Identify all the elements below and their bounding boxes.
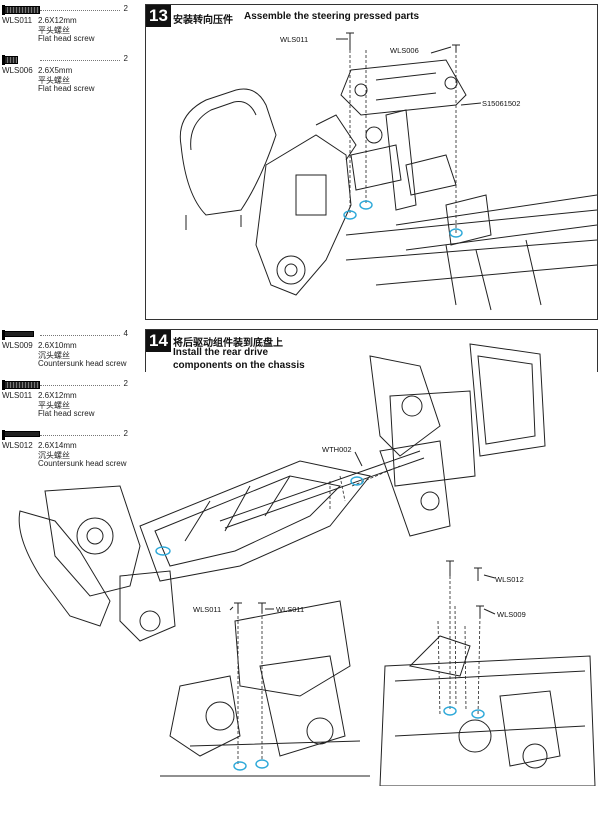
countersunk-screw-icon <box>2 330 34 340</box>
step13-panel: 13 安装转向压件 Assemble the steering pressed … <box>145 4 598 320</box>
callout-label: WLS011 <box>276 605 305 614</box>
part-item: 2 WLS012 2.6X14mm 沉头螺丝 Countersunk head … <box>2 429 128 468</box>
callout-label: WLS011 <box>193 605 222 614</box>
step-number: 13 <box>146 5 171 27</box>
callout-label: WLS006 <box>390 46 419 55</box>
parts-list-step14: 4 WLS009 2.6X10mm 沉头螺丝 Countersunk head … <box>0 327 132 477</box>
step-number: 14 <box>146 330 171 352</box>
part-item: 2 WLS006 2.6X5mm 平头螺丝 Flat head screw <box>2 54 128 93</box>
steering-assembly-drawing <box>179 32 597 311</box>
screw-icon <box>2 55 18 65</box>
part-item: 2 WLS011 2.6X12mm 平头螺丝 Flat head screw <box>2 4 128 43</box>
part-item: 4 WLS009 2.6X10mm 沉头螺丝 Countersunk head … <box>2 329 128 368</box>
part-item: 2 WLS011 2.6X12mm 平头螺丝 Flat head screw <box>2 379 128 418</box>
screw-icon <box>2 380 40 390</box>
countersunk-screw-icon <box>2 430 40 440</box>
parts-list-step13: 2 WLS011 2.6X12mm 平头螺丝 Flat head screw 2… <box>0 2 132 102</box>
step-title-cn: 将后驱动组件装到底盘上 <box>173 338 283 349</box>
step-title-en-line2: components on the chassis <box>173 360 305 371</box>
callout-label: WLS012 <box>495 575 524 584</box>
step-title-en: Assemble the steering pressed parts <box>244 11 420 22</box>
callout-label: WLS009 <box>497 610 526 619</box>
step-title-en-line1: Install the rear drive <box>173 347 269 358</box>
step-title-cn: 安装转向压件 <box>173 15 233 26</box>
callout-label: S15061502 <box>482 99 521 108</box>
callout-label: WLS011 <box>280 35 309 44</box>
callout-label: WTH002 <box>322 445 352 454</box>
screw-icon <box>2 5 40 15</box>
rear-drive-install-drawing <box>18 343 596 786</box>
